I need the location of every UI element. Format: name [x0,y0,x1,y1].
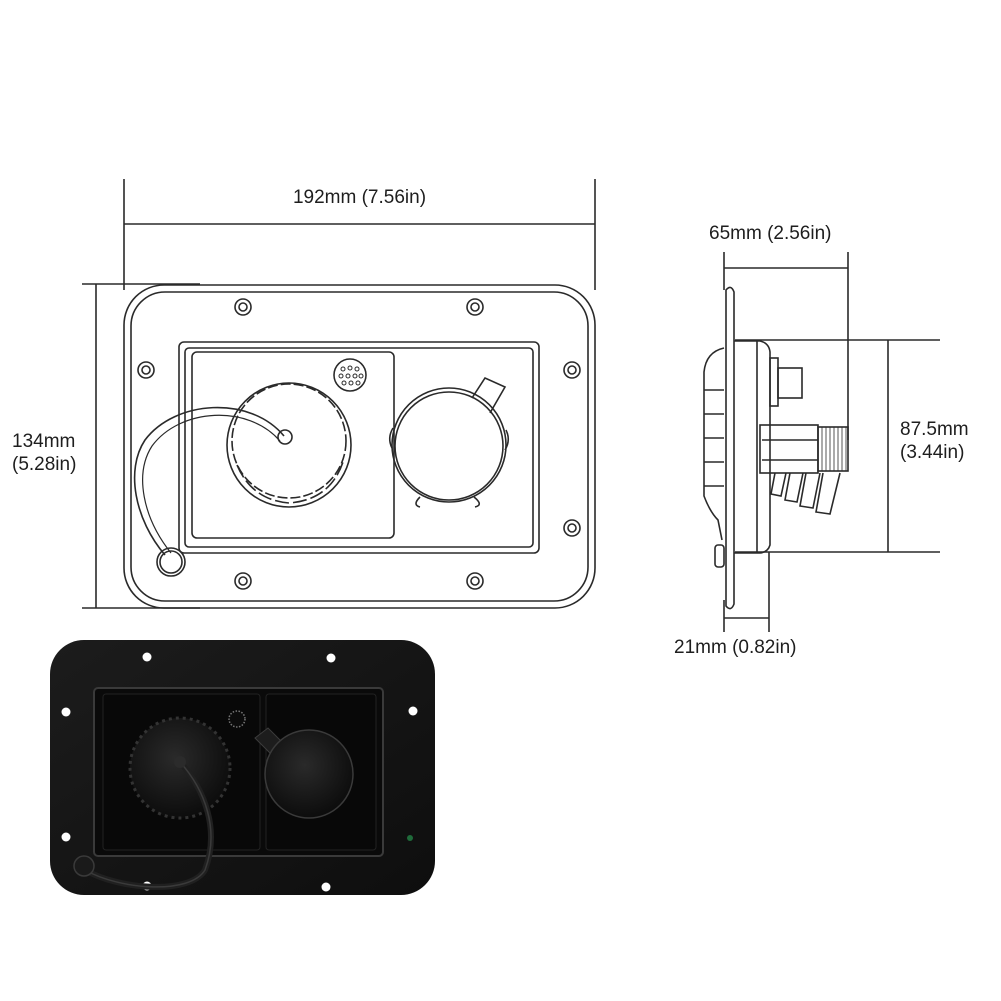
photo-inlet-cap [264,729,354,819]
photo-tether-anchor [73,855,95,877]
inner-height-in: (3.44in) [900,442,965,463]
inner-height-mm: 87.5mm [900,419,969,440]
inlet-lever [471,376,507,414]
fill-cap [226,382,352,508]
photo-vent [228,710,246,728]
tether-cord [133,406,285,556]
recessed-tray [178,341,540,554]
tether-anchor [156,547,186,577]
height-mm: 134mm [12,431,76,452]
photo-indicator-dot [407,835,413,841]
height-dimension-label: 134mm (5.28in) [12,430,76,476]
depth-dimension-label: 65mm (2.56in) [709,223,832,244]
flange-depth-dimension-label: 21mm (0.82in) [674,637,797,658]
inner-height-dimension-label: 87.5mm (3.44in) [900,418,969,464]
left-compartment [191,351,395,539]
vent-grille [333,358,367,392]
outer-flange [123,284,596,609]
height-in: (5.28in) [12,454,77,475]
screw-holes [137,298,581,590]
inlet-cap [391,387,507,503]
width-dimension-label: 192mm (7.56in) [292,187,427,208]
side-flange [725,286,735,610]
side-body [734,340,771,554]
